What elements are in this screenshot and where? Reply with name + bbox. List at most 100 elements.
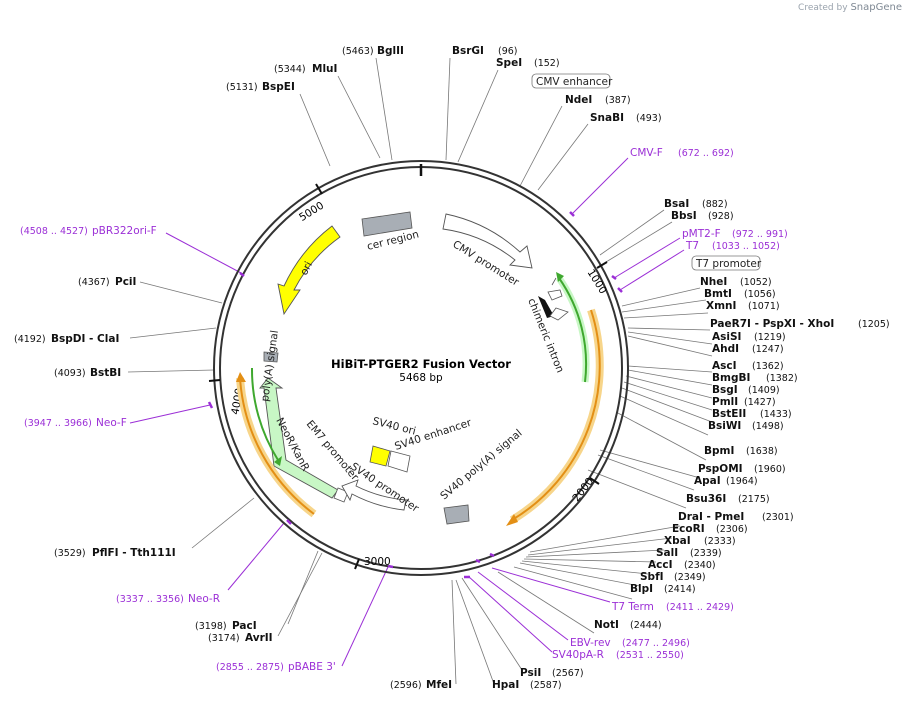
enzyme-pos: (493) <box>636 113 662 124</box>
enzyme-pos: (2339) <box>690 548 722 559</box>
enzyme-name[interactable]: BsaI <box>664 198 689 210</box>
enzyme-pos: (1205) <box>858 319 890 330</box>
enzyme-name[interactable]: BsrGI <box>452 45 484 57</box>
enzyme-name[interactable]: HpaI <box>492 679 519 691</box>
hibit-orf-arrow[interactable] <box>558 277 588 383</box>
enzyme-name[interactable]: AccI <box>648 559 672 571</box>
em7-promoter-label: EM7 promoter <box>304 418 361 483</box>
sv40-polya-label: SV40 poly(A) signal <box>438 427 524 502</box>
enzyme-name[interactable]: DraI - PmeI <box>678 511 744 523</box>
enzyme-name[interactable]: EcoRI <box>672 523 705 535</box>
enzyme-pos: (2175) <box>738 494 770 505</box>
enzyme-name[interactable]: PciI <box>115 276 136 288</box>
enzyme-pos: (3529) <box>54 548 86 559</box>
enzyme-pos: (2333) <box>704 536 736 547</box>
enzyme-name[interactable]: AsiSI <box>712 331 741 343</box>
primer-name[interactable]: CMV-F <box>630 147 663 159</box>
primer-name[interactable]: Neo-R <box>188 593 220 605</box>
enzyme-name[interactable]: SalI <box>656 547 678 559</box>
orange-orf-2[interactable] <box>239 377 315 515</box>
enzyme-pos: (1433) <box>760 409 792 420</box>
primer-pos: (4508 .. 4527) <box>20 226 88 237</box>
enzyme-name[interactable]: SnaBI <box>590 112 624 124</box>
enzyme-name[interactable]: BsgI <box>712 384 738 396</box>
primer-name[interactable]: EBV-rev <box>570 637 611 649</box>
primer-pos: (1033 .. 1052) <box>712 241 780 252</box>
polya-signal-box[interactable] <box>263 351 279 363</box>
enzyme-name[interactable]: BmtI <box>704 288 732 300</box>
enzyme-name[interactable]: NheI <box>700 276 727 288</box>
enzyme-pos: (1071) <box>748 301 780 312</box>
enzyme-name[interactable]: PmlI <box>712 396 738 408</box>
enzyme-name[interactable]: SbfI <box>640 571 664 583</box>
enzyme-labels: (5463) BglII BsrGI (96) SpeI (152) (5344… <box>14 45 890 691</box>
primer-name[interactable]: SV40pA-R <box>552 649 604 661</box>
enzyme-name[interactable]: AvrII <box>245 632 273 644</box>
enzyme-name[interactable]: BstEII <box>712 408 746 420</box>
ptger2-orf-arrowhead <box>506 514 518 526</box>
sv40-ori-label: SV40 ori <box>371 415 417 437</box>
enzyme-name[interactable]: NotI <box>594 619 619 631</box>
leader-lines <box>127 57 713 685</box>
enzyme-name[interactable]: BspDI - ClaI <box>51 333 119 345</box>
primer-name[interactable]: T7 <box>685 240 699 252</box>
cmv-promoter-arrow[interactable] <box>442 213 533 269</box>
enzyme-pos: (3174) <box>208 633 240 644</box>
sv40-polya-box[interactable] <box>443 504 470 525</box>
enzyme-name[interactable]: BlpI <box>630 583 653 595</box>
enzyme-pos: (2596) <box>390 680 422 691</box>
ptger2-orf-arrow[interactable] <box>511 309 601 521</box>
enzyme-name[interactable]: PflFI - Tth111I <box>92 547 176 559</box>
sv40-promoter-arrow[interactable] <box>341 479 407 511</box>
sv40-ori-box[interactable] <box>369 445 391 467</box>
enzyme-name[interactable]: MluI <box>312 63 337 75</box>
enzyme-name[interactable]: PsiI <box>520 667 541 679</box>
primer-name[interactable]: pBR322ori-F <box>92 225 157 237</box>
enzyme-name[interactable]: SpeI <box>496 57 522 69</box>
enzyme-name[interactable]: BspEI <box>262 81 295 93</box>
primer-pos: (2531 .. 2550) <box>616 650 684 661</box>
enzyme-name[interactable]: MfeI <box>426 679 452 691</box>
enzyme-name[interactable]: BstBI <box>90 367 121 379</box>
primer-pos: (3947 .. 3966) <box>24 418 92 429</box>
chimeric-intron-bar[interactable] <box>538 296 554 318</box>
enzyme-name[interactable]: BsiWI <box>708 420 741 432</box>
primer-pos: (2477 .. 2496) <box>622 638 690 649</box>
enzyme-name[interactable]: AhdI <box>712 343 739 355</box>
enzyme-pos: (1382) <box>766 373 798 384</box>
primer-labels: CMV-F (672 .. 692) pMT2-F (972 .. 991) T… <box>20 147 788 673</box>
enzyme-name[interactable]: XbaI <box>664 535 691 547</box>
enzyme-name[interactable]: AscI <box>712 360 737 372</box>
primer-name[interactable]: Neo-F <box>96 417 127 429</box>
enzyme-pos: (2301) <box>762 512 794 523</box>
enzyme-name[interactable]: XmnI <box>706 300 736 312</box>
enzyme-name[interactable]: ApaI <box>694 475 721 487</box>
enzyme-pos: (1052) <box>740 277 772 288</box>
enzyme-name[interactable]: PacI <box>232 620 257 632</box>
ori-arrow[interactable] <box>277 225 341 316</box>
snapgene-logo: Created by SnapGene <box>798 2 902 13</box>
enzyme-name[interactable]: NdeI <box>565 94 592 106</box>
primer-name[interactable]: T7 Term <box>611 601 654 613</box>
enzyme-name[interactable]: BbsI <box>671 210 697 222</box>
enzyme-name[interactable]: PaeR7I - PspXI - XhoI <box>710 318 834 330</box>
neor-green-orf[interactable] <box>250 367 279 461</box>
enzyme-name[interactable]: BpmI <box>704 445 734 457</box>
t7-promoter-arrow[interactable] <box>547 277 563 301</box>
enzyme-name[interactable]: BmgBI <box>712 372 750 384</box>
neor-kanr-arrow[interactable] <box>259 377 339 499</box>
enzyme-pos: (387) <box>605 95 631 106</box>
tick-label-5000: 5000 <box>297 200 326 224</box>
enzyme-name[interactable]: PspOMI <box>698 463 743 475</box>
primer-name[interactable]: pMT2-F <box>682 228 721 240</box>
enzyme-name[interactable]: BglII <box>377 45 404 57</box>
sv40-enhancer-box[interactable] <box>387 450 411 473</box>
enzyme-name[interactable]: Bsu36I <box>686 493 726 505</box>
cer-region-box[interactable] <box>361 211 413 237</box>
primer-pos: (2855 .. 2875) <box>216 662 284 673</box>
enzyme-pos: (928) <box>708 211 734 222</box>
primer-name[interactable]: pBABE 3' <box>288 661 336 673</box>
primer-pos: (2411 .. 2429) <box>666 602 734 613</box>
plasmid-length: 5468 bp <box>399 372 443 384</box>
